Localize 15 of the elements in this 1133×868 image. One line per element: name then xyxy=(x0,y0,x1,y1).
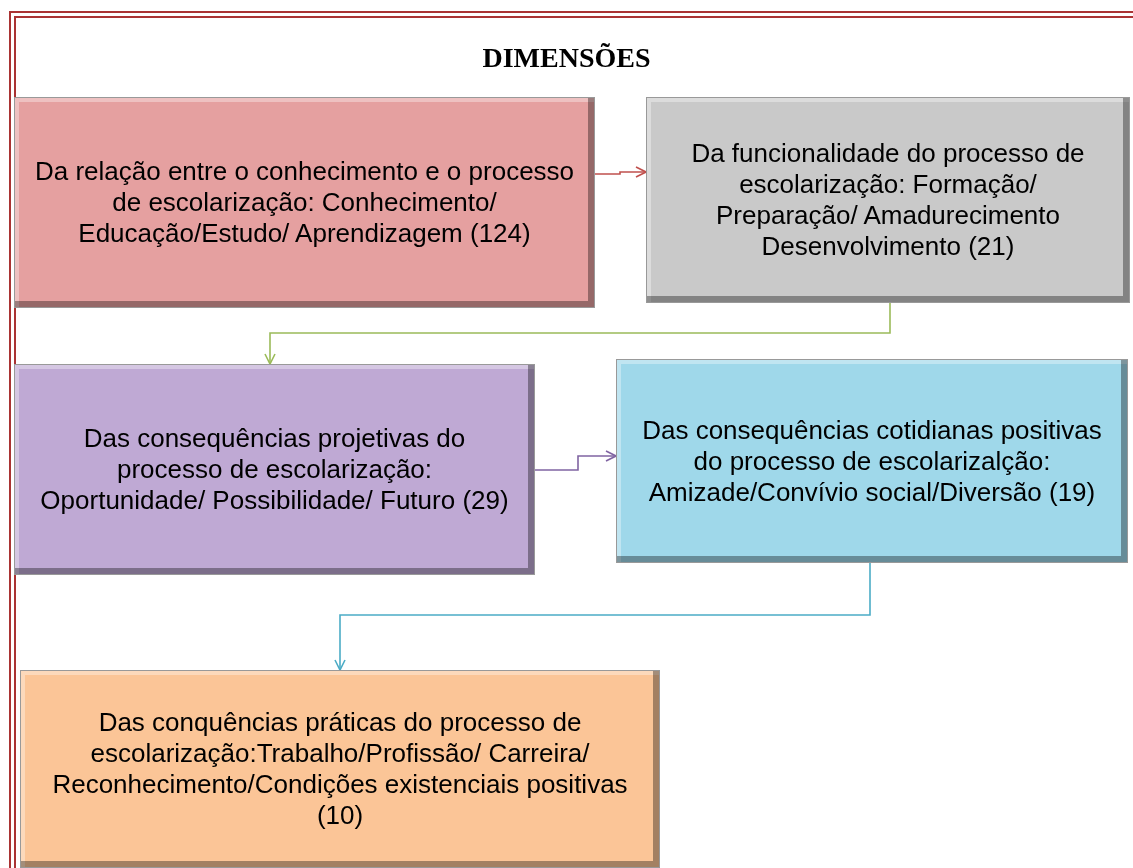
arrow xyxy=(334,562,871,671)
category-box xyxy=(646,97,1130,303)
arrow xyxy=(594,166,647,178)
arrow xyxy=(534,450,617,471)
category-box xyxy=(616,359,1128,563)
category-text: Da relação entre o conhecimento e o processo de escolarização: Conhecimento/ Educação/Estudo/ Aprendizagem (124) xyxy=(33,156,576,249)
category-text: Das conquências práticas do processo de escolarização:Trabalho/Profissão/ Carreira/ Reconhecimento/Condições existenciais positivas (10) xyxy=(51,707,629,831)
category-text: Das consequências cotidianas positivas do processo de escolarizalção: Amizade/Convívio social/Diversão (19) xyxy=(641,414,1103,508)
category-box xyxy=(14,364,535,575)
arrow xyxy=(264,302,891,365)
diagram-title: DIMENSÕES xyxy=(481,42,652,74)
category-box xyxy=(20,670,660,868)
category-text: Da funcionalidade do processo de escolarização: Formação/ Preparação/ Amadurecimento Desenvolvimento (21) xyxy=(690,138,1086,262)
category-text: Das consequências projetivas do processo de escolarização: Oportunidade/ Possibilidade/ Futuro (29) xyxy=(39,423,510,516)
category-box xyxy=(14,97,595,308)
